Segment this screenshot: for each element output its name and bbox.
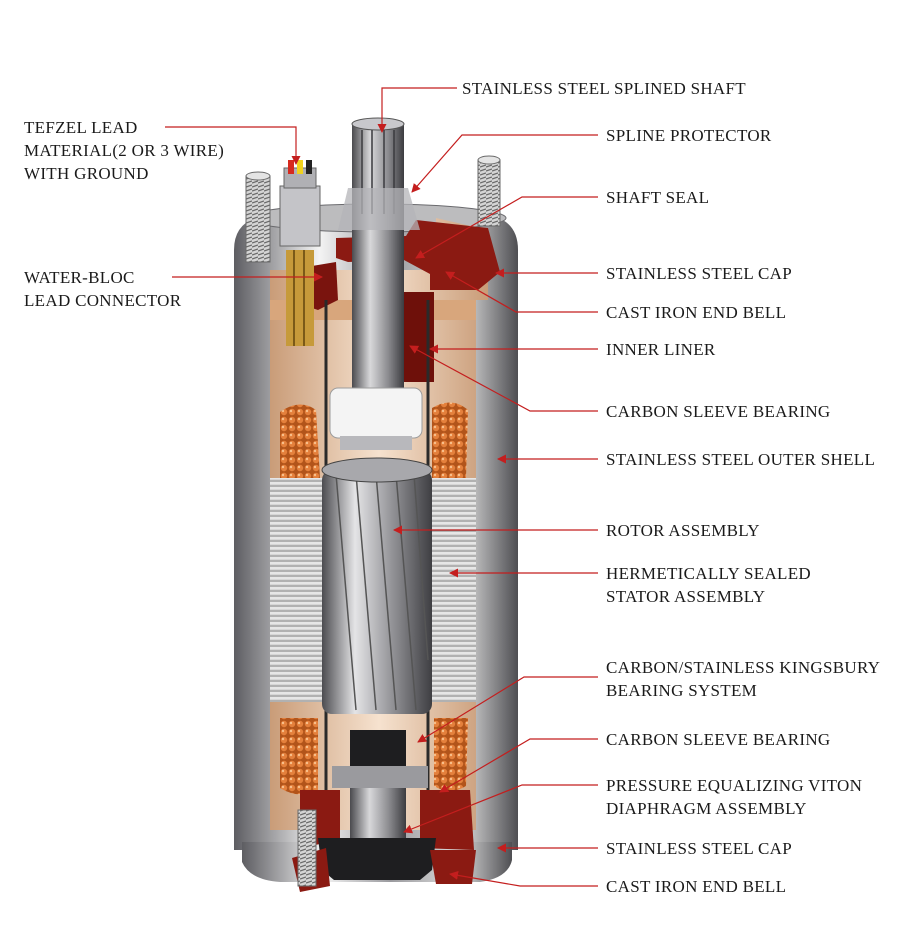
label-tefzel-lead: TEFZEL LEAD MATERIAL(2 OR 3 WIRE) WITH G… xyxy=(24,116,224,185)
label-rotor: ROTOR ASSEMBLY xyxy=(606,521,760,540)
stud-right xyxy=(477,155,501,227)
label-diaphragm-line-2: DIAPHRAGM ASSEMBLY xyxy=(606,799,807,818)
label-water-bloc: WATER-BLOC LEAD CONNECTOR xyxy=(24,266,181,312)
label-tefzel-line-1: TEFZEL LEAD xyxy=(24,118,138,137)
leader-diaphragm xyxy=(403,784,598,834)
leader-kingsbury xyxy=(417,676,598,743)
leader-spline-protector xyxy=(411,134,598,193)
label-end-bell-bottom: CAST IRON END BELL xyxy=(606,877,787,896)
leader-carbon-sleeve-top xyxy=(409,345,598,412)
label-stator-line-1: HERMETICALLY SEALED xyxy=(606,564,811,583)
label-water-bloc-line-1: WATER-BLOC xyxy=(24,268,135,287)
copper-windings xyxy=(280,402,468,795)
label-kingsbury-line-2: BEARING SYSTEM xyxy=(606,681,758,700)
label-outer-shell: STAINLESS STEEL OUTER SHELL xyxy=(606,450,876,469)
splined-shaft xyxy=(338,117,420,394)
label-carbon-sleeve-bottom: CARBON SLEEVE BEARING xyxy=(606,730,831,749)
leader-end-bell-bottom xyxy=(449,870,598,887)
leader-lines xyxy=(165,87,598,887)
stud-left xyxy=(245,171,271,263)
carbon-sleeve-bearing-top xyxy=(329,387,423,450)
leader-end-bell-top xyxy=(445,271,598,313)
label-tefzel-line-3: WITH GROUND xyxy=(24,164,149,183)
label-stator: HERMETICALLY SEALED STATOR ASSEMBLY xyxy=(606,562,811,608)
lead-connector xyxy=(279,160,321,346)
label-end-bell-top: CAST IRON END BELL xyxy=(606,303,787,322)
label-water-bloc-line-2: LEAD CONNECTOR xyxy=(24,291,182,310)
label-stator-line-2: STATOR ASSEMBLY xyxy=(606,587,766,606)
label-tefzel-line-2: MATERIAL(2 OR 3 WIRE) xyxy=(24,141,225,160)
stud-bottom xyxy=(297,809,317,887)
label-shaft-seal: SHAFT SEAL xyxy=(606,188,710,207)
rotor-assembly xyxy=(321,457,433,714)
label-kingsbury: CARBON/STAINLESS KINGSBURY BEARING SYSTE… xyxy=(606,656,880,702)
leader-splined-shaft xyxy=(377,87,457,133)
leader-tefzel-lead xyxy=(165,126,301,165)
label-cap-top: STAINLESS STEEL CAP xyxy=(606,264,793,283)
label-kingsbury-line-1: CARBON/STAINLESS KINGSBURY xyxy=(606,658,881,677)
label-cap-bottom: STAINLESS STEEL CAP xyxy=(606,839,793,858)
label-diaphragm-line-1: PRESSURE EQUALIZING VITON xyxy=(606,776,863,795)
leader-carbon-sleeve-bottom xyxy=(439,738,598,793)
label-diaphragm: PRESSURE EQUALIZING VITON DIAPHRAGM ASSE… xyxy=(606,774,862,820)
label-inner-liner: INNER LINER xyxy=(606,340,716,359)
leader-shaft-seal xyxy=(415,196,598,259)
label-carbon-sleeve-top: CARBON SLEEVE BEARING xyxy=(606,402,831,421)
label-splined-shaft: STAINLESS STEEL SPLINED SHAFT xyxy=(462,79,746,98)
label-spline-protector: SPLINE PROTECTOR xyxy=(606,126,772,145)
